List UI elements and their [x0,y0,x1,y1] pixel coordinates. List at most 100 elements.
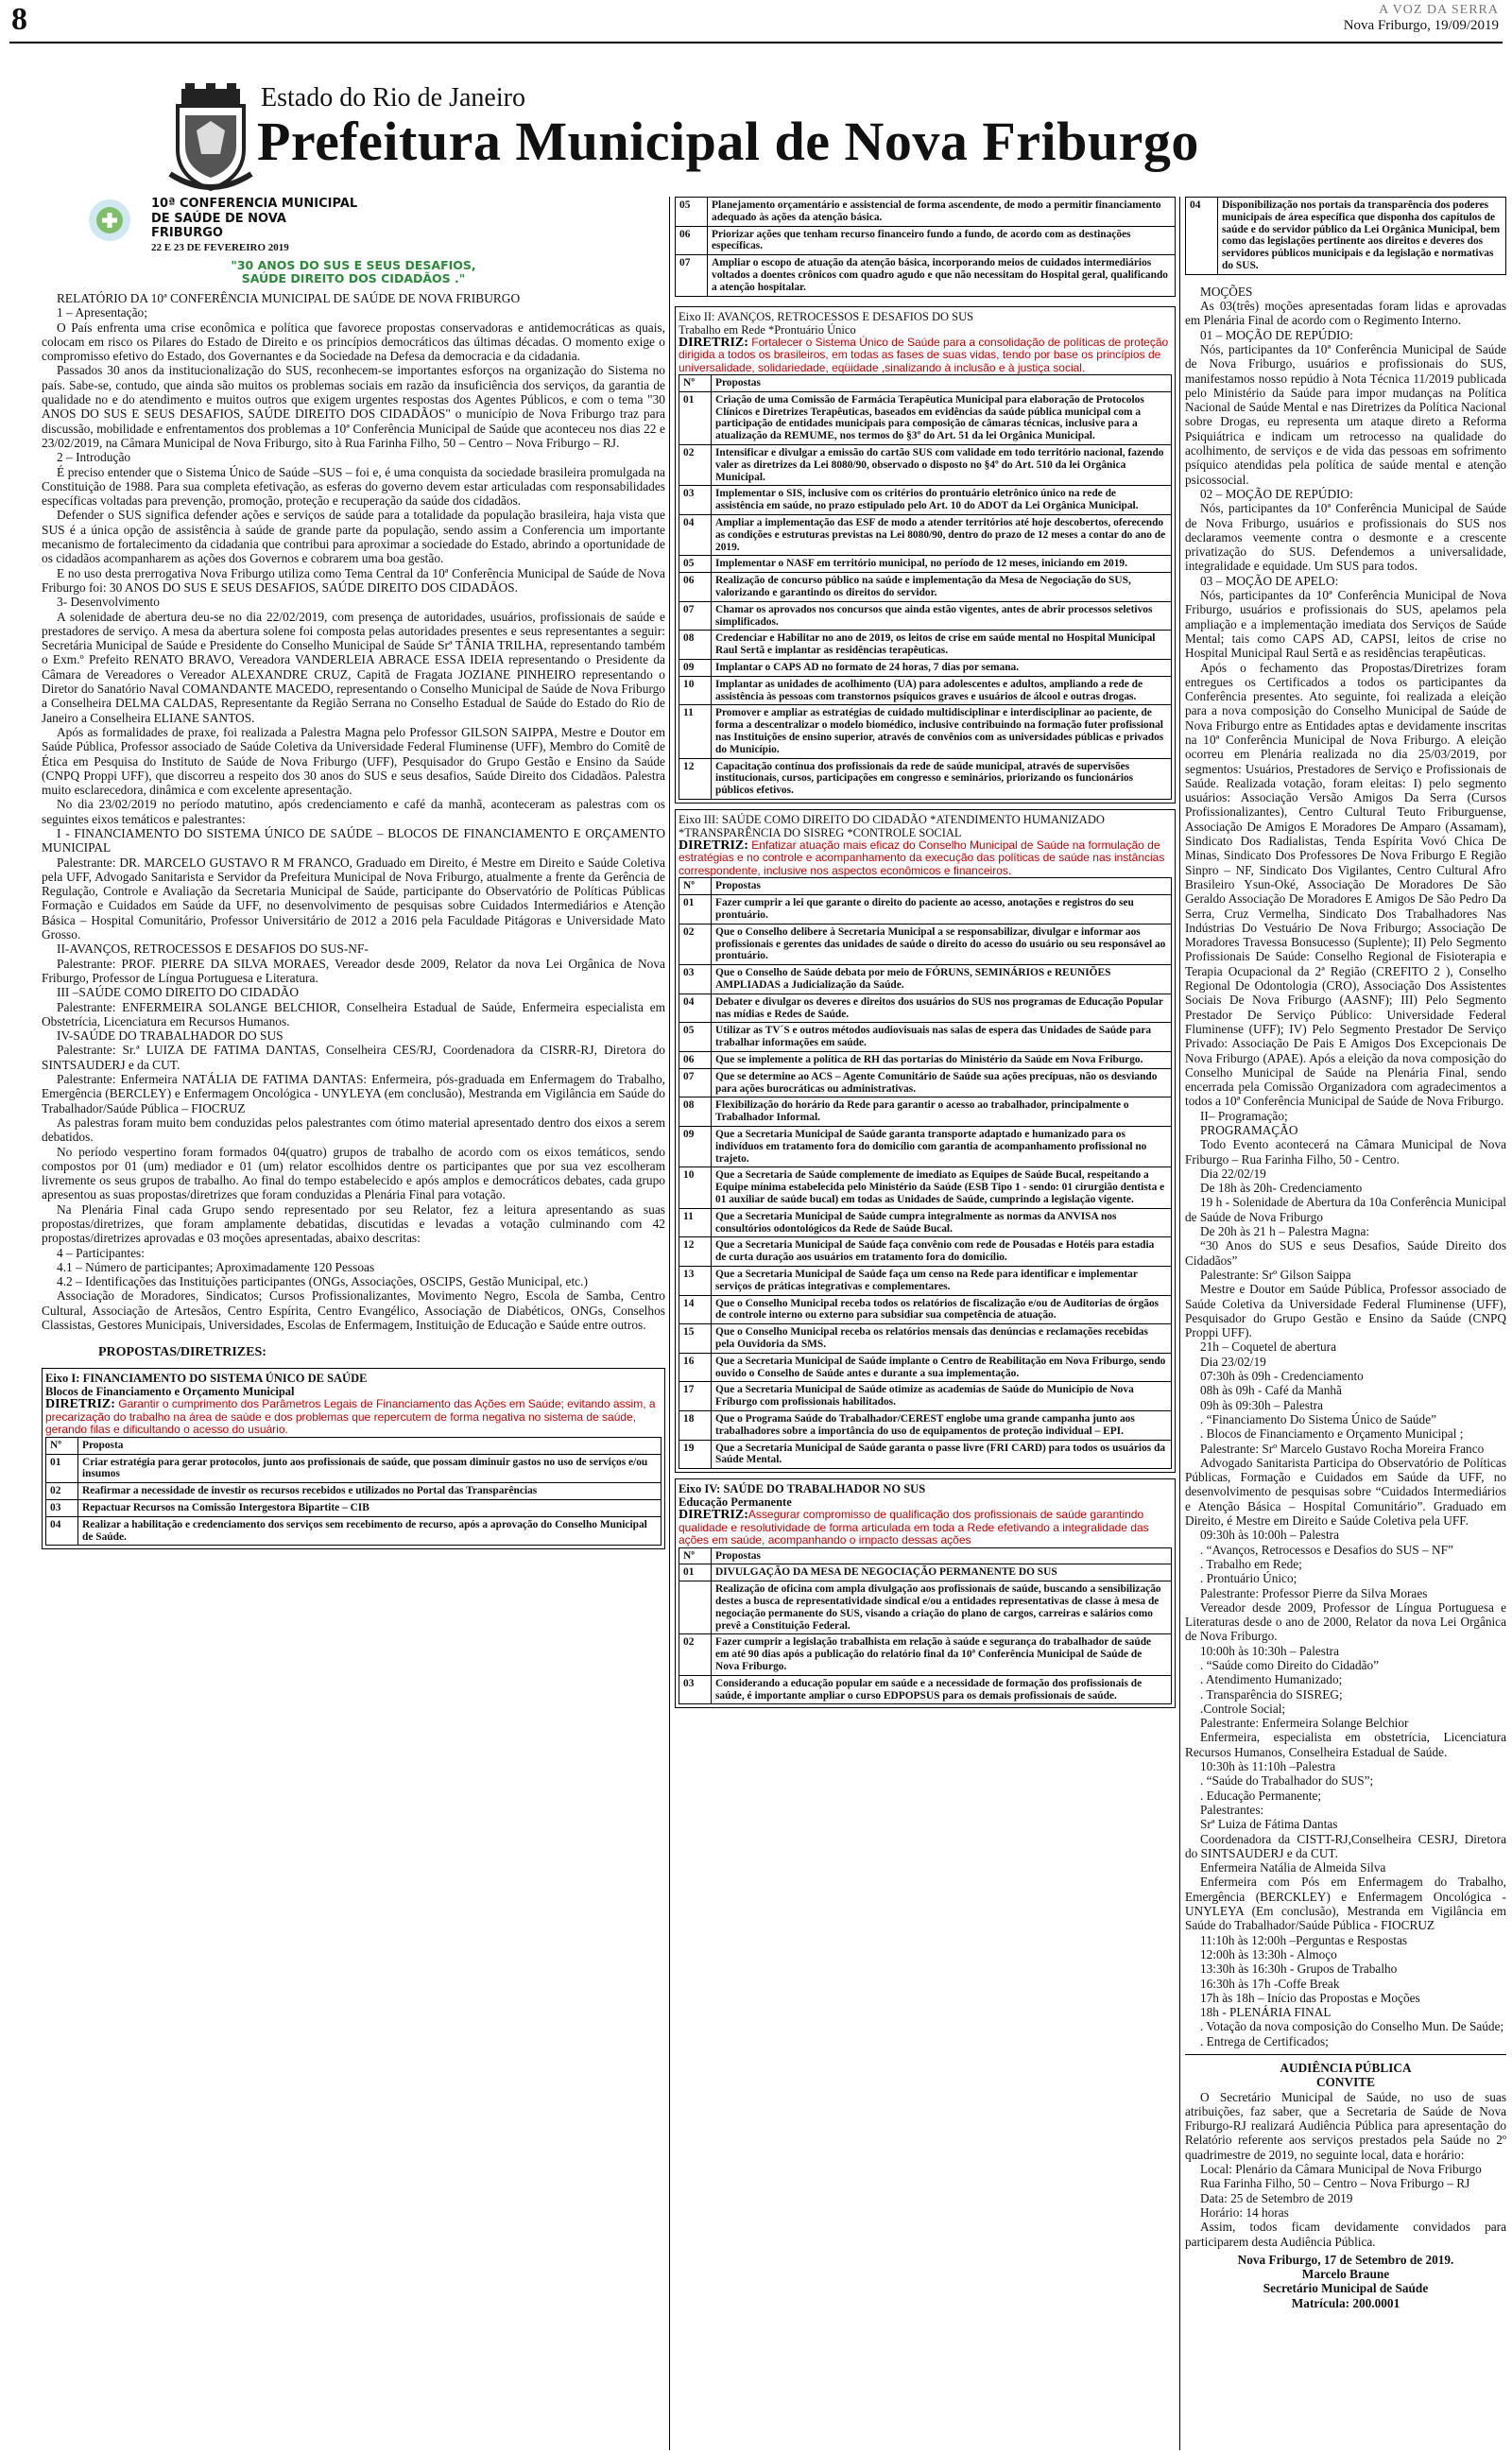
conference-title: 10ª CONFERÊNCIA MUNICIPAL DE SAÚDE DE NO… [151,197,358,253]
paragraph: Enfermeira Natália de Almeida Silva [1200,1860,1386,1875]
paragraph: . “Saúde do Trabalhador do SUS”; [1200,1773,1374,1789]
paragraph: I - FINANCIAMENTO DO SISTEMA ÚNICO DE SA… [42,825,665,855]
row-proposal: Priorizar ações que tenham recurso finan… [707,225,1176,256]
public-hearing-notice: AUDIÊNCIA PÚBLICA CONVITE O Secretário M… [1185,2061,1506,2310]
paragraph: 4.1 – Número de participantes; Aproximad… [57,1259,375,1274]
row-number: 16 [679,1352,712,1383]
paragraph: Mestre e Doutor em Saúde Pública, Profes… [1185,1282,1506,1340]
row-number: 01 [679,390,712,446]
paragraph: II-AVANÇOS, RETROCESSOS E DESAFIOS DO SU… [57,942,369,957]
paragraph: Dia 22/02/19 [1200,1166,1266,1181]
paragraph: 16:30h às 17h -Coffe Break [1200,1976,1340,1991]
row-number: 07 [679,600,712,631]
row-proposal: Realizar a habilitação e credenciamento … [77,1515,662,1547]
row-number: 03 [679,964,712,994]
paragraph: 18h - PLENÁRIA FINAL [1200,2005,1332,2020]
paragraph: De 20h às 21 h – Palestra Magna: [1200,1224,1370,1239]
paragraph: Palestrante: Srº Marcelo Gustavo Rocha M… [1200,1441,1485,1456]
row-number: 14 [679,1294,712,1325]
row-proposal: Debater e divulgar os deveres e direitos… [711,993,1172,1024]
paragraph: Nós, participantes da 10ª Conferência Mu… [1185,588,1506,661]
paragraph: IV-SAÚDE DO TRABALHADOR DO SUS [57,1028,284,1044]
paragraph: 01 – MOÇÃO DE REPÚDIO: [1200,327,1353,342]
paragraph: . Entrega de Certificados; [1200,2033,1329,2048]
row-proposal: Que a Secretaria Municipal de Saúde gara… [711,1126,1172,1168]
paragraph: 07:30h às 09h - Credenciamento [1200,1369,1364,1384]
paragraph: É preciso entender que o Sistema Único d… [42,464,665,509]
conference-banner: 10ª CONFERÊNCIA MUNICIPAL DE SAÚDE DE NO… [42,197,665,255]
row-proposal: Que a Secretaria de Saúde complemente de… [711,1167,1172,1209]
city-crest-icon [168,83,253,192]
paragraph: . Trabalho em Rede; [1200,1556,1302,1571]
row-proposal: Implantar o CAPS AD no formato de 24 hor… [711,659,1172,677]
row-number: 07 [679,1067,712,1098]
row-proposal: Que a Secretaria Municipal de Saúde cump… [711,1207,1172,1238]
row-proposal: Criação de uma Comissão de Farmácia Tera… [711,390,1172,446]
row-number: 08 [679,1097,712,1128]
row-number: 02 [679,1633,712,1676]
paragraph: Palestrante: DR. MARCELO GUSTAVO R M FRA… [42,855,665,942]
paragraph: Nós, participantes da 10ª Conferência Mu… [1185,341,1506,487]
paragraph: Associação de Moradores, Sindicatos; Cur… [42,1288,665,1333]
row-number: 02 [679,923,712,966]
row-number: 05 [679,555,712,574]
paragraph: Palestrante: Sr.ª LUIZA DE FATIMA DANTAS… [42,1043,665,1072]
conference-logo-icon [89,199,130,241]
row-number: 11 [679,1207,712,1238]
paragraph: Palestrante: Srº Gilson Saippa [1200,1267,1351,1282]
paragraph: O País enfrenta uma crise econômica e po… [42,320,665,364]
paragraph: Dia 23/02/19 [1200,1354,1266,1369]
paragraph: 02 – MOÇÃO DE REPÚDIO: [1200,486,1353,501]
row-proposal: Que a Secretaria Municipal de Saúde faça… [711,1236,1172,1267]
divider [1185,2054,1506,2055]
axis-4-box: Eixo IV: SAÚDE DO TRABALHADOR NO SUS Edu… [675,1478,1176,1709]
row-proposal: Disponibilização nos portais da transpar… [1217,197,1506,275]
paragraph: Nós, participantes da 10ª Conferência Mu… [1185,501,1506,574]
paragraph: 3- Desenvolvimento [57,595,160,610]
page-header: 8 A VOZ DA SERRA Nova Friburgo, 19/09/20… [0,0,1512,199]
axis-1-box: Eixo I: FINANCIAMENTO DO SISTEMA ÚNICO D… [42,1368,665,1550]
axis-2-box: Eixo II: AVANÇOS, RETROCESSOS E DESAFIOS… [675,305,1176,804]
row-number: 01 [679,1564,712,1582]
newspaper-info: A VOZ DA SERRA Nova Friburgo, 19/09/2019 [1344,2,1499,34]
row-number: 17 [679,1381,712,1411]
paragraph: Palestrante: Enfermeira NATÁLIA DE FATIM… [42,1072,665,1115]
paragraph: 4.2 – Identificações das Instituições pa… [57,1274,588,1289]
row-proposal: Reafirmar a necessidade de investir os r… [77,1482,662,1501]
row-proposal: DIVULGAÇÃO DA MESA DE NEGOCIAÇÃO PERMANE… [711,1564,1172,1582]
paragraph: .Controle Social; [1200,1701,1286,1716]
row-proposal: Que o Conselho Municipal receba os relat… [711,1323,1172,1354]
paragraph: De 18h às 20h- Credenciamento [1200,1181,1363,1196]
row-proposal: Planejamento orçamentário e assistencial… [707,197,1176,227]
report-text: RELATÓRIO DA 10ª CONFERÊNCIA MUNICIPAL D… [42,291,665,1332]
row-number: 06 [679,1051,712,1069]
row-proposal: Fazer cumprir a lei que garante o direit… [711,894,1172,925]
paragraph: 10:00h às 10:30h – Palestra [1200,1643,1339,1658]
paragraph: 10:30h às 11:10h –Palestra [1200,1759,1336,1774]
paragraph: Após as formalidades de praxe, foi reali… [42,724,665,798]
row-proposal: Credenciar e Habilitar no ano de 2019, o… [711,630,1172,661]
